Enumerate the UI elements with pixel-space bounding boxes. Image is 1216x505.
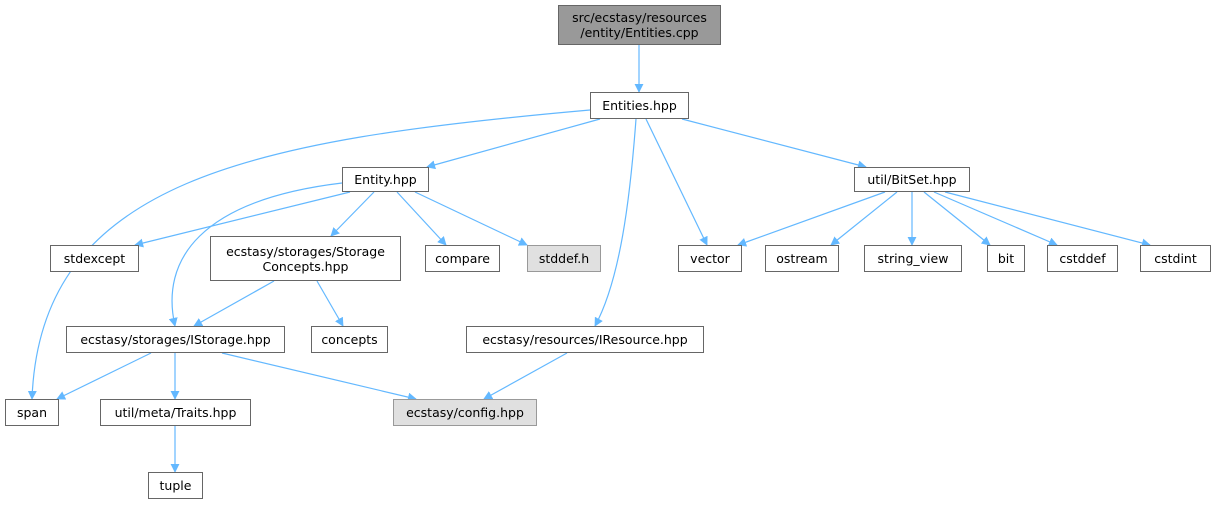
node-cstddef[interactable]: cstddef (1047, 245, 1118, 272)
edge-bitset-to-vector (737, 191, 886, 247)
node-string-view[interactable]: string_view (864, 245, 962, 272)
node-config-hpp[interactable]: ecstasy/config.hpp (393, 399, 537, 426)
node-ostream[interactable]: ostream (765, 245, 839, 272)
node-iresource-hpp[interactable]: ecstasy/resources/IResource.hpp (466, 326, 704, 353)
edge-iresource-to-config (483, 352, 568, 400)
edge-entity-hpp-to-stddef (414, 191, 528, 246)
node-cstdint[interactable]: cstdint (1140, 245, 1211, 272)
edge-bitset-to-ostream (830, 191, 898, 246)
edge-istorage-to-config (221, 352, 417, 402)
node-entities-cpp[interactable]: src/ecstasy/resources /entity/Entities.c… (558, 5, 721, 45)
node-istorage-hpp[interactable]: ecstasy/storages/IStorage.hpp (66, 326, 285, 353)
edge-entities-hpp-to-vector (645, 118, 708, 246)
edge-bitset-to-cstddef (933, 191, 1058, 246)
edge-entities-hpp-to-bitset (681, 118, 867, 170)
edge-entities-hpp-to-iresource (594, 118, 637, 327)
edge-entity-hpp-to-stdexcept (134, 191, 351, 248)
node-vector[interactable]: vector (678, 245, 742, 272)
node-entities-hpp[interactable]: Entities.hpp (590, 92, 689, 119)
edge-entity-hpp-to-compare (396, 191, 447, 246)
edge-entities-hpp-to-entity-hpp (426, 118, 601, 170)
edge-bitset-to-bit (923, 191, 991, 246)
node-bit[interactable]: bit (987, 245, 1025, 272)
node-entity-hpp[interactable]: Entity.hpp (342, 167, 429, 192)
node-stdexcept[interactable]: stdexcept (50, 245, 139, 272)
edge-entity-hpp-to-istorage (168, 182, 343, 327)
edge-bitset-to-cstdint (944, 191, 1151, 248)
edge-storage-concepts-to-concepts (316, 280, 344, 327)
edge-entities-hpp-to-span (27, 109, 591, 400)
node-compare[interactable]: compare (425, 245, 500, 272)
edge-istorage-to-span (56, 352, 152, 400)
node-span[interactable]: span (5, 399, 59, 426)
node-util-bitset-hpp[interactable]: util/BitSet.hpp (854, 167, 970, 192)
node-storage-concepts-hpp[interactable]: ecstasy/storages/Storage Concepts.hpp (210, 236, 401, 281)
node-stddef-h[interactable]: stddef.h (527, 245, 601, 272)
edge-storage-concepts-to-istorage (193, 280, 275, 327)
node-concepts[interactable]: concepts (311, 326, 388, 353)
edge-entity-hpp-to-storage-concepts (330, 191, 375, 237)
node-tuple[interactable]: tuple (148, 472, 203, 499)
node-traits-hpp[interactable]: util/meta/Traits.hpp (100, 399, 251, 426)
